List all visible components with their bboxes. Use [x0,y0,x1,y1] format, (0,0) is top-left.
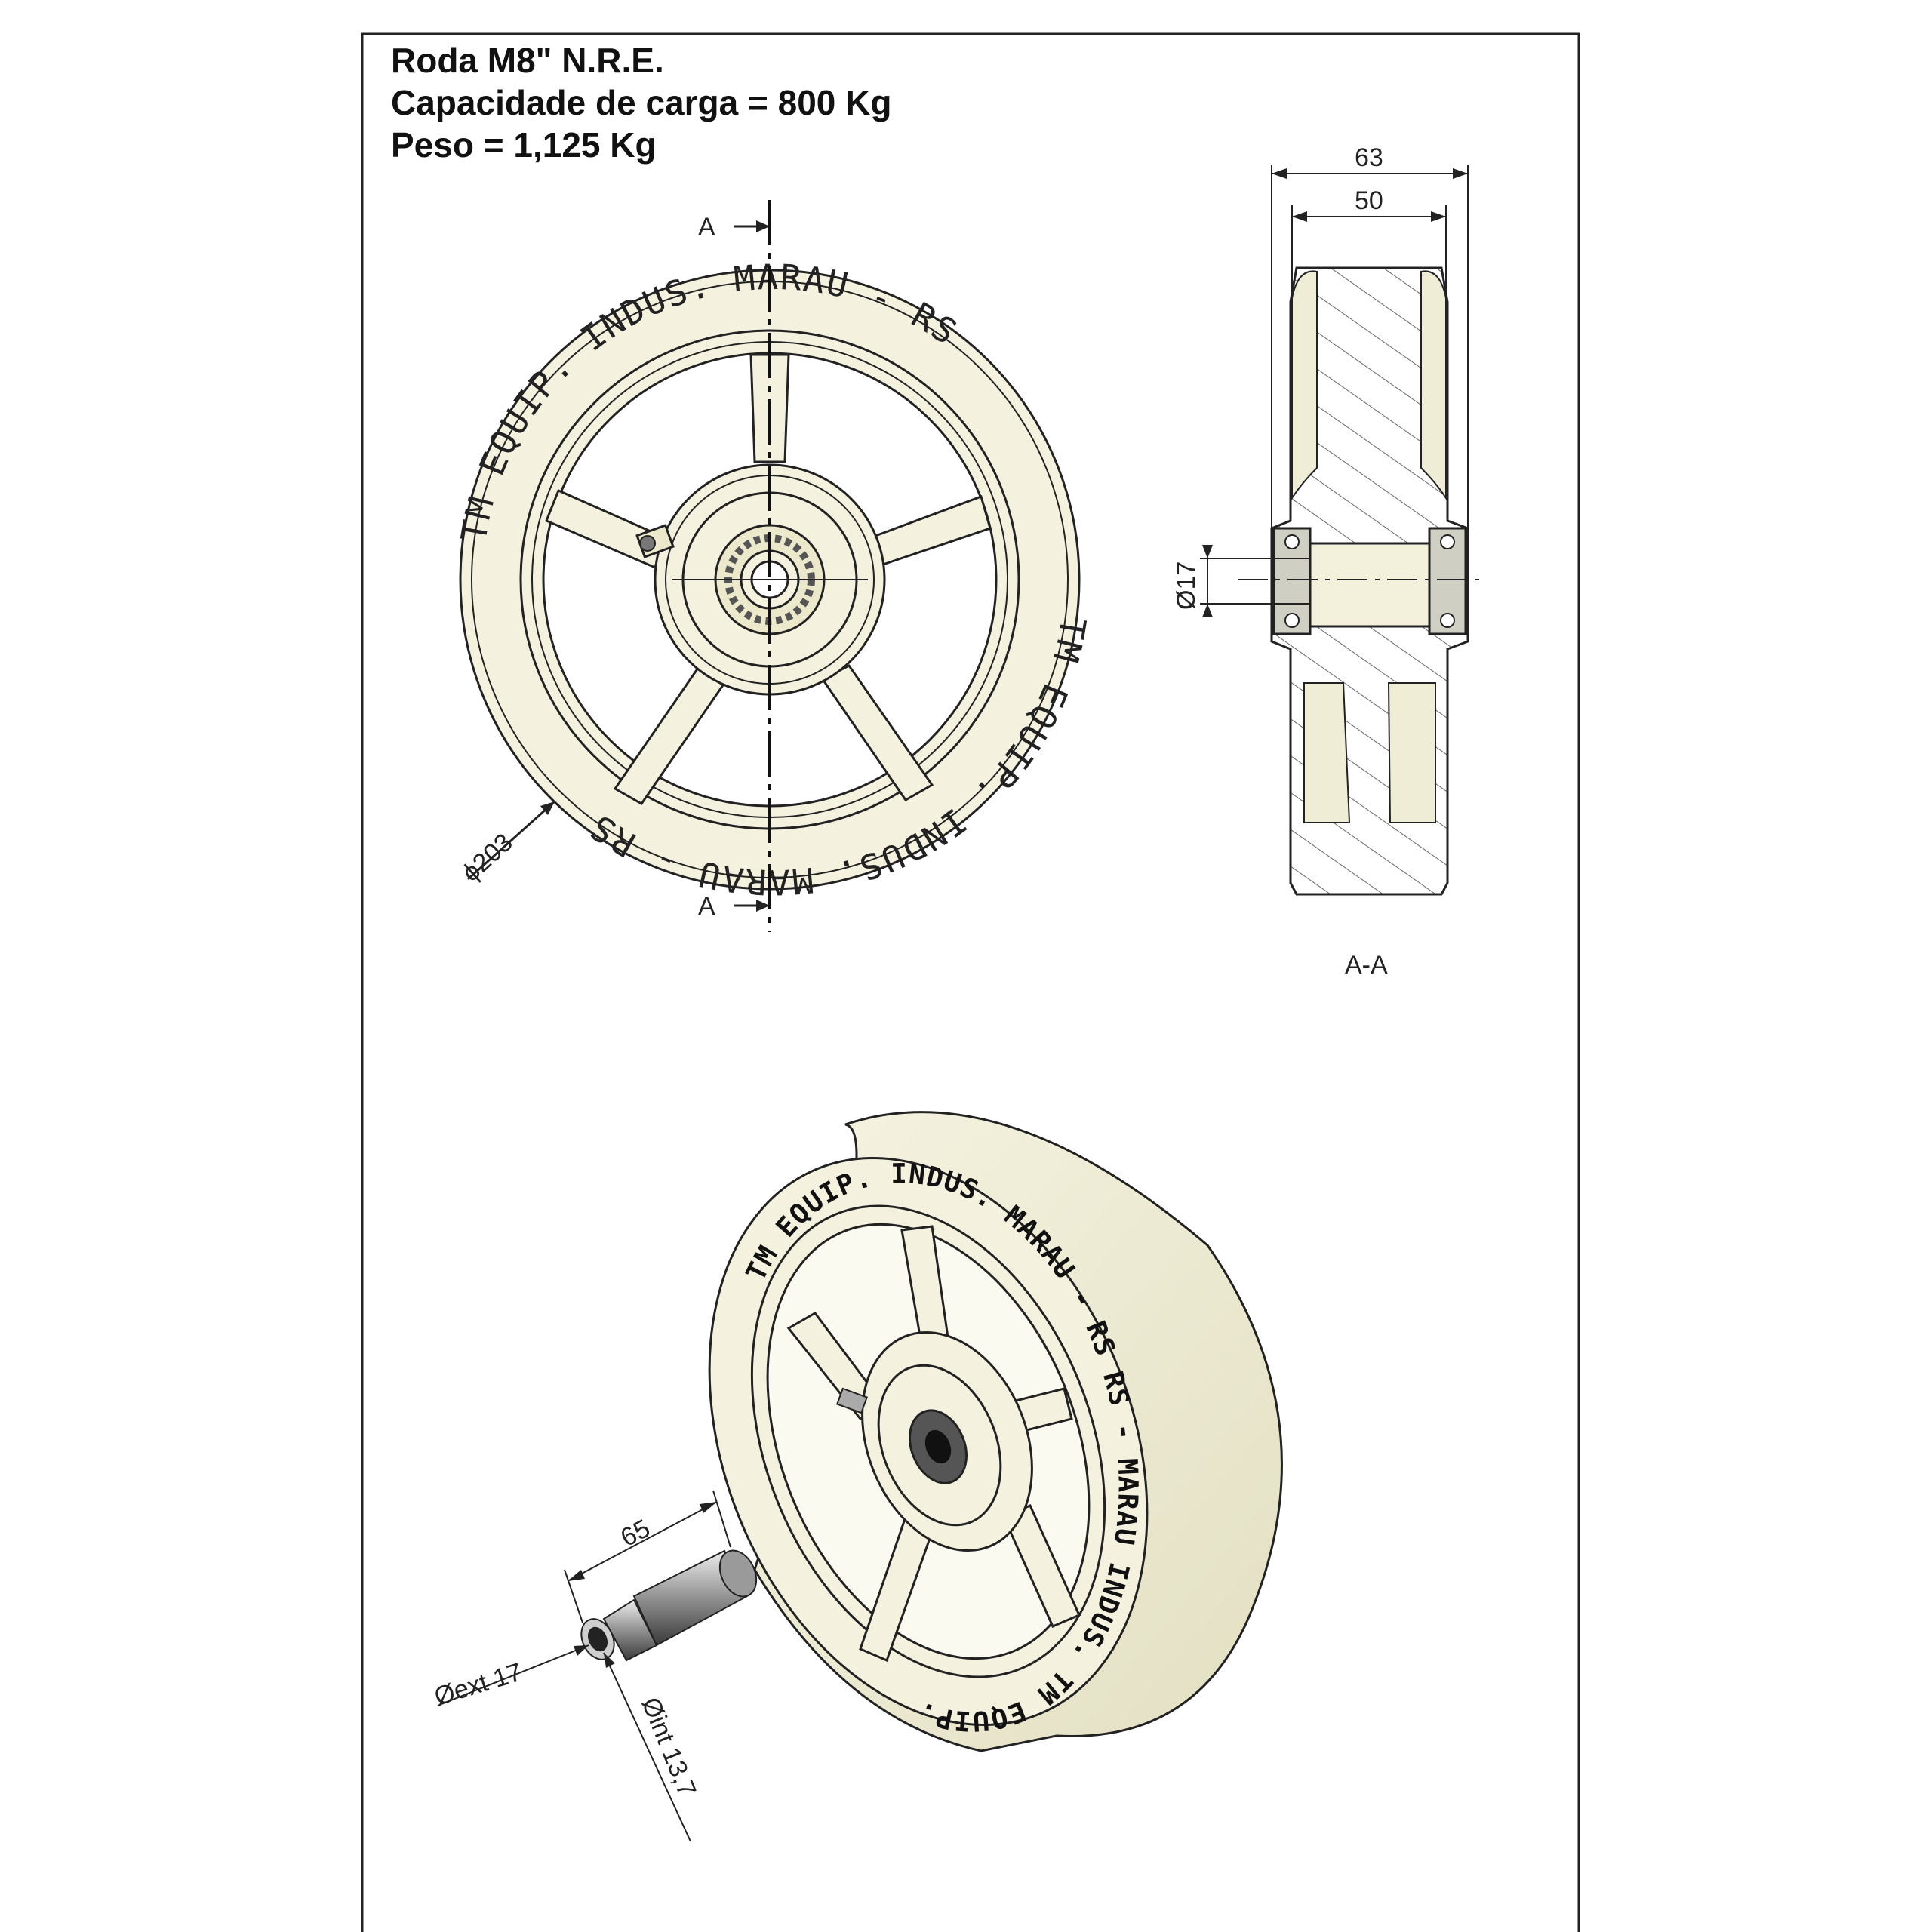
svg-text:Øint 13,7: Øint 13,7 [636,1694,702,1801]
section-view: 63 50 Ø17 A-A [1172,143,1483,980]
section-label: A-A [1345,951,1388,980]
cavity-bottom-left [1303,682,1351,823]
section-marker-bottom: A [698,892,770,921]
grease-nipple-icon [635,524,675,558]
svg-text:Ø17: Ø17 [1172,561,1201,610]
axle-pin [580,1549,758,1662]
dimension-bore-17: Ø17 [1172,545,1309,617]
dimension-int-13-7: Øint 13,7 [603,1652,702,1842]
axle-bore [1308,542,1432,628]
title-block: Roda M8" N.R.E. Capacidade de carga = 80… [391,41,891,165]
svg-text:50: 50 [1355,186,1383,215]
svg-text:Øext 17: Øext 17 [431,1657,525,1711]
bearing-left [1272,527,1312,635]
axle-shoulder [602,1598,658,1662]
cavity-top-left [1291,270,1318,501]
isometric-view: TM EQUIP. INDUS. MARAU - RS RS - MARAU I… [431,1111,1283,1842]
dimension-ext-17: Øext 17 [431,1644,589,1712]
title-line-1: Roda M8" N.R.E. [391,41,664,80]
title-line-2: Capacidade de carga = 800 Kg [391,83,891,122]
section-marker-top: A [698,213,770,242]
svg-text:A: A [698,892,715,921]
sheet-border [361,32,1580,1932]
iso-grease-nipple-icon [835,1387,869,1414]
svg-text:A: A [698,213,715,242]
title-line-3: Peso = 1,125 Kg [391,125,657,165]
axle-end-right [718,1549,758,1598]
iso-bore [924,1429,952,1464]
axle-bore-end [587,1626,608,1652]
svg-text:65: 65 [616,1514,654,1552]
svg-text:63: 63 [1355,143,1383,172]
dimension-63: 63 [1271,143,1469,528]
svg-text:ϕ203: ϕ203 [457,828,518,888]
cavity-bottom-right [1387,682,1436,823]
cavity-top-right [1420,270,1447,501]
bearing-right [1428,527,1467,635]
front-view: TM EQUIP. INDUS. MARAU - RS TM EQUIP. IN… [453,200,1094,932]
diameter-dimension: ϕ203 [457,800,556,888]
dimension-50: 50 [1291,186,1447,298]
